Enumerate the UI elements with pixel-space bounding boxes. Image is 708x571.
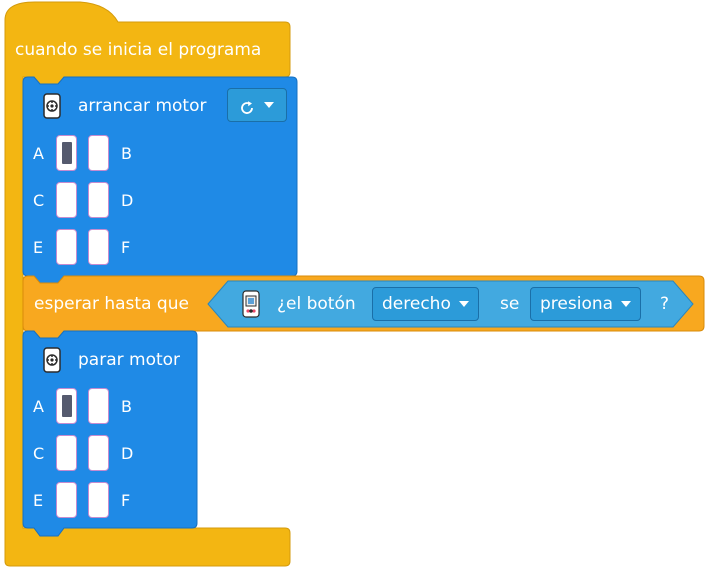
port-label-b: B (121, 144, 132, 163)
port-c-toggle[interactable] (56, 435, 77, 471)
connector-label: se (500, 294, 520, 314)
port-d-toggle[interactable] (88, 435, 109, 471)
rotate-clockwise-icon (238, 96, 256, 114)
port-d-toggle[interactable] (88, 182, 109, 218)
port-f-toggle[interactable] (88, 482, 109, 518)
motor-icon (42, 93, 62, 119)
port-f-toggle[interactable] (88, 229, 109, 265)
stop-motor-label: parar motor (78, 350, 181, 370)
port-b-toggle[interactable] (88, 388, 109, 424)
hub-button-icon (242, 290, 260, 318)
motor-icon (42, 347, 62, 373)
direction-dropdown[interactable] (227, 88, 287, 122)
button-question-label: ¿el botón (277, 294, 356, 314)
wait-until-label: esperar hasta que (34, 294, 189, 314)
port-label-a: A (33, 144, 44, 163)
hat-block-label: cuando se inicia el programa (15, 40, 262, 60)
port-label-e: E (33, 238, 44, 257)
port-label-f: F (121, 238, 131, 257)
button-side-value: derecho (382, 294, 451, 314)
port-label-f: F (121, 491, 131, 510)
chevron-down-icon (621, 301, 632, 307)
port-label-b: B (121, 397, 132, 416)
port-a-toggle[interactable] (56, 388, 77, 424)
port-a-toggle[interactable] (56, 135, 77, 171)
start-motor-label: arrancar motor (78, 96, 207, 116)
question-mark-label: ? (660, 294, 670, 314)
chevron-down-icon (264, 102, 274, 108)
port-label-e: E (33, 491, 44, 510)
button-side-dropdown[interactable]: derecho (372, 287, 479, 321)
button-state-value: presiona (540, 294, 614, 314)
port-b-toggle[interactable] (88, 135, 109, 171)
port-e-toggle[interactable] (56, 229, 77, 265)
port-label-d: D (121, 191, 134, 210)
port-label-d: D (121, 444, 134, 463)
port-label-a: A (33, 397, 44, 416)
button-state-dropdown[interactable]: presiona (530, 287, 642, 321)
port-label-c: C (33, 444, 45, 463)
chevron-down-icon (458, 301, 469, 307)
port-e-toggle[interactable] (56, 482, 77, 518)
port-label-c: C (33, 191, 45, 210)
port-c-toggle[interactable] (56, 182, 77, 218)
